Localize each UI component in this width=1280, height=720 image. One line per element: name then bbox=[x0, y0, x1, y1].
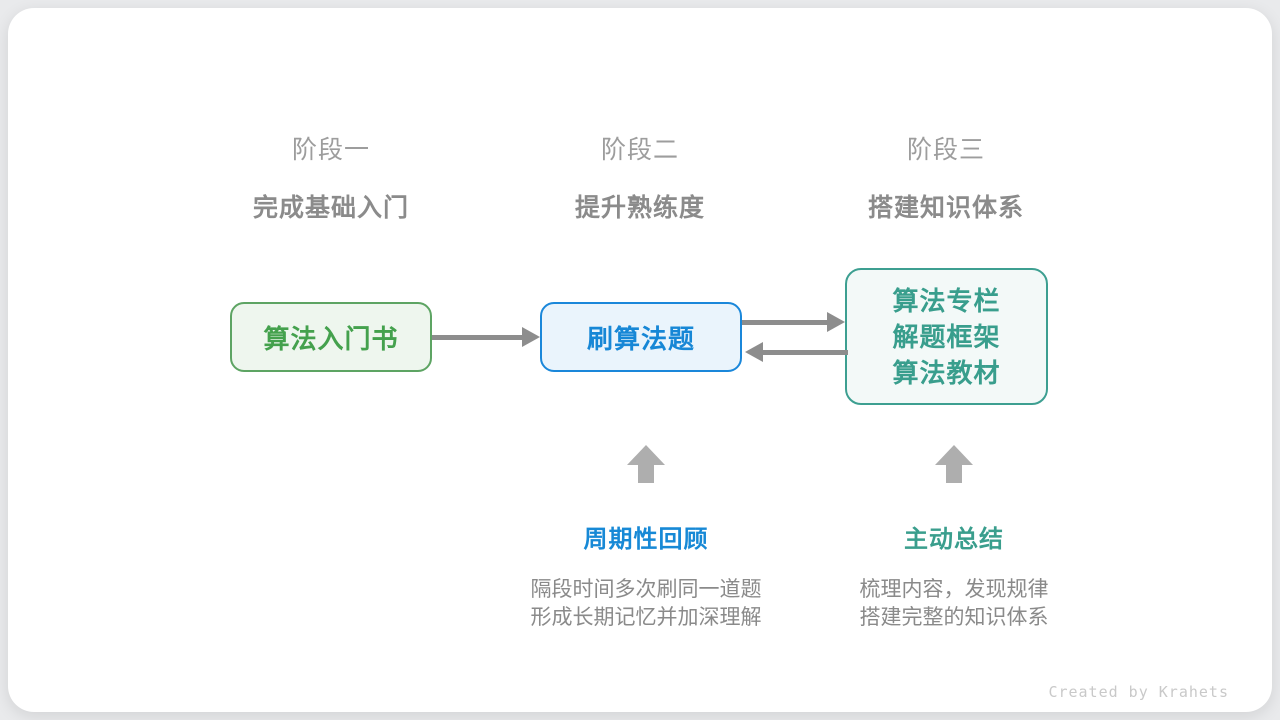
node-resources-line-1: 算法专栏 bbox=[892, 285, 1001, 316]
annotation-summary-desc: 梳理内容，发现规律 搭建完整的知识体系 bbox=[784, 576, 1124, 632]
annotation-review-desc-line-1: 隔段时间多次刷同一道题 bbox=[530, 578, 762, 601]
annotation-review-desc-line-2: 形成长期记忆并加深理解 bbox=[530, 606, 762, 629]
credit-text: Created by Krahets bbox=[1048, 683, 1229, 701]
arrow-left-icon bbox=[745, 342, 848, 362]
stage-1-header: 阶段一 完成基础入门 bbox=[171, 130, 491, 224]
diagram-card: 阶段一 完成基础入门 阶段二 提升熟练度 阶段三 搭建知识体系 算法入门书 刷算… bbox=[8, 8, 1272, 712]
stage-2-label: 阶段二 bbox=[600, 136, 679, 164]
annotation-review-desc: 隔段时间多次刷同一道题 形成长期记忆并加深理解 bbox=[476, 576, 816, 632]
arrow-head bbox=[522, 327, 540, 347]
node-knowledge-resources: 算法专栏 解题框架 算法教材 bbox=[845, 268, 1048, 405]
arrow-up-icon bbox=[935, 445, 973, 483]
annotation-review-title: 周期性回顾 bbox=[583, 526, 709, 553]
arrow-shaft bbox=[742, 319, 829, 325]
node-resources-line-3: 算法教材 bbox=[892, 357, 1001, 388]
node-intro-book-label: 算法入门书 bbox=[263, 323, 399, 354]
annotation-active-summary: 主动总结 梳理内容，发现规律 搭建完整的知识体系 bbox=[784, 519, 1124, 632]
stage-3-subtitle: 搭建知识体系 bbox=[867, 194, 1024, 222]
stage-2-subtitle: 提升熟练度 bbox=[574, 194, 705, 222]
arrow-right-icon bbox=[432, 327, 540, 347]
node-intro-book: 算法入门书 bbox=[230, 302, 432, 372]
arrow-head bbox=[827, 312, 845, 332]
arrow-right-icon bbox=[742, 312, 845, 332]
arrow-shaft bbox=[946, 465, 962, 483]
stage-1-label: 阶段一 bbox=[291, 136, 370, 164]
node-resources-line-2: 解题框架 bbox=[892, 321, 1001, 352]
annotation-periodic-review: 周期性回顾 隔段时间多次刷同一道题 形成长期记忆并加深理解 bbox=[476, 519, 816, 632]
annotation-summary-desc-line-2: 搭建完整的知识体系 bbox=[859, 606, 1049, 629]
annotation-summary-title: 主动总结 bbox=[904, 526, 1004, 553]
node-practice-problems: 刷算法题 bbox=[540, 302, 742, 372]
arrow-head bbox=[745, 342, 763, 362]
node-practice-label: 刷算法题 bbox=[586, 323, 695, 354]
stage-3-header: 阶段三 搭建知识体系 bbox=[786, 130, 1106, 224]
stage-1-subtitle: 完成基础入门 bbox=[252, 194, 409, 222]
arrow-up-icon bbox=[627, 445, 665, 483]
arrow-shaft bbox=[432, 334, 524, 340]
arrow-head bbox=[627, 445, 665, 465]
stage-3-label: 阶段三 bbox=[906, 136, 985, 164]
stage-2-header: 阶段二 提升熟练度 bbox=[480, 130, 800, 224]
arrow-shaft bbox=[638, 465, 654, 483]
annotation-summary-desc-line-1: 梳理内容，发现规律 bbox=[859, 578, 1049, 601]
arrow-head bbox=[935, 445, 973, 465]
arrow-shaft bbox=[761, 349, 848, 355]
